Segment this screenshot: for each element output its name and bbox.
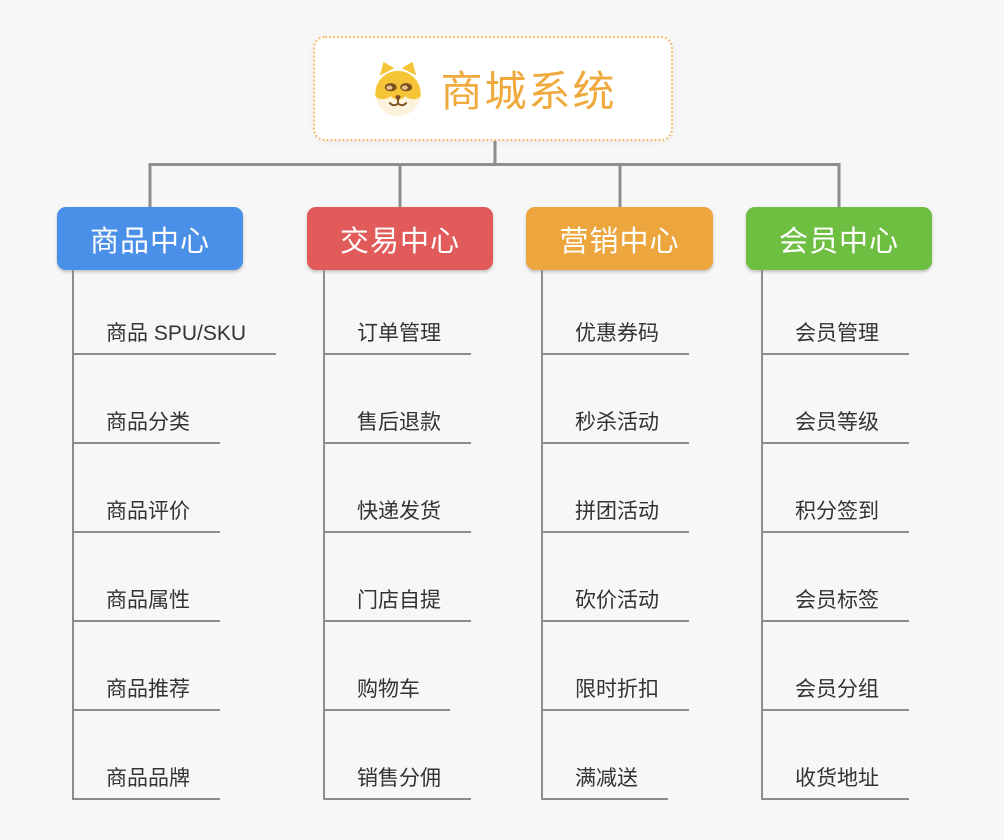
branch-label: 营销中心	[559, 225, 680, 258]
leaf-node[interactable]: 砍价活动	[543, 533, 689, 622]
branch-trade-center[interactable]: 交易中心	[307, 207, 493, 270]
root-title: 商城系统	[440, 68, 617, 115]
root-node[interactable]: 商城系统	[313, 36, 673, 141]
branch-label: 会员中心	[778, 225, 899, 258]
leaf-node[interactable]: 限时折扣	[543, 622, 689, 711]
branch-product-leaves: 商品 SPU/SKU 商品分类 商品评价 商品属性 商品推荐 商品品牌	[72, 270, 277, 800]
branch-member-leaves: 会员管理 会员等级 积分签到 会员标签 会员分组 收货地址	[761, 270, 909, 800]
branch-trade-leaves: 订单管理 售后退款 快递发货 门店自提 购物车 销售分佣	[323, 270, 471, 800]
leaf-node[interactable]: 积分签到	[763, 444, 909, 533]
leaf-node[interactable]: 订单管理	[325, 270, 471, 355]
leaf-node[interactable]: 售后退款	[325, 355, 471, 444]
leaf-node[interactable]: 快递发货	[325, 444, 471, 533]
branch-marketing-center[interactable]: 营销中心	[526, 207, 713, 270]
leaf-node[interactable]: 收货地址	[763, 711, 909, 800]
leaf-node[interactable]: 满减送	[543, 711, 668, 800]
leaf-node[interactable]: 商品品牌	[74, 711, 220, 800]
leaf-node[interactable]: 门店自提	[325, 533, 471, 622]
leaf-node[interactable]: 商品评价	[74, 444, 220, 533]
leaf-node[interactable]: 会员等级	[763, 355, 909, 444]
doge-icon	[375, 61, 422, 116]
leaf-node[interactable]: 会员分组	[763, 622, 909, 711]
leaf-node[interactable]: 销售分佣	[325, 711, 471, 800]
leaf-node[interactable]: 商品 SPU/SKU	[74, 270, 277, 355]
leaf-node[interactable]: 商品推荐	[74, 622, 220, 711]
leaf-node[interactable]: 优惠券码	[543, 270, 689, 355]
leaf-node[interactable]: 秒杀活动	[543, 355, 689, 444]
leaf-node[interactable]: 商品属性	[74, 533, 220, 622]
leaf-node[interactable]: 会员管理	[763, 270, 909, 355]
branch-member-center[interactable]: 会员中心	[746, 207, 932, 270]
leaf-node[interactable]: 商品分类	[74, 355, 220, 444]
branch-label: 商品中心	[89, 225, 210, 258]
leaf-node[interactable]: 会员标签	[763, 533, 909, 622]
leaf-node[interactable]: 购物车	[325, 622, 450, 711]
branch-product-center[interactable]: 商品中心	[57, 207, 243, 270]
branch-label: 交易中心	[339, 225, 460, 258]
leaf-node[interactable]: 拼团活动	[543, 444, 689, 533]
branch-marketing-leaves: 优惠券码 秒杀活动 拼团活动 砍价活动 限时折扣 满减送	[541, 270, 689, 800]
